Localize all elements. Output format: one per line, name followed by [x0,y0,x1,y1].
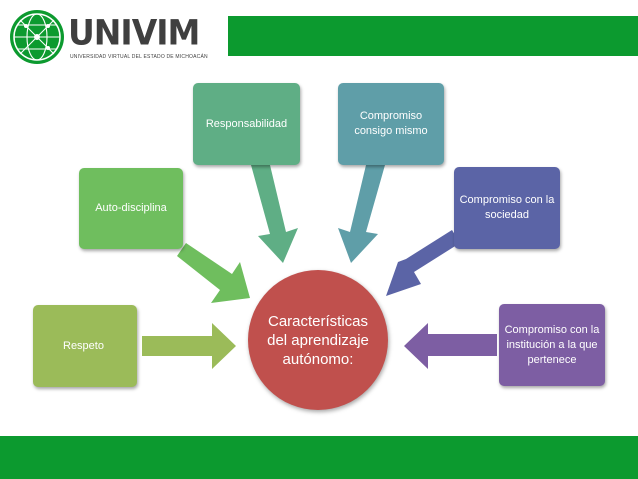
brand-name: UNIVIM [68,12,200,53]
node-compromiso-sociedad: Compromiso con la sociedad [454,167,560,249]
center-concept: Características del aprendizaje autónomo… [248,270,388,410]
node-respeto: Respeto [33,305,137,387]
header-green-bar [228,16,638,56]
arrow-responsabilidad [251,165,298,263]
arrow-respeto [142,323,236,369]
arrow-institucion [404,323,497,369]
arrow-sociedad [386,230,460,296]
univim-logo: UNIVIM UNIVERSIDAD VIRTUAL DEL ESTADO DE… [8,8,223,66]
node-compromiso-consigo: Compromiso consigo mismo [338,83,444,165]
node-auto-disciplina: Auto-disciplina [79,168,183,249]
arrow-auto-disciplina [177,243,250,303]
globe-logo-icon [10,10,64,64]
arrow-consigo [338,165,385,263]
node-compromiso-institucion: Compromiso con la institución a la que p… [499,304,605,386]
node-responsabilidad: Responsabilidad [193,83,300,165]
brand-subtitle: UNIVERSIDAD VIRTUAL DEL ESTADO DE MICHOA… [70,54,208,60]
footer-green-bar [0,436,638,479]
